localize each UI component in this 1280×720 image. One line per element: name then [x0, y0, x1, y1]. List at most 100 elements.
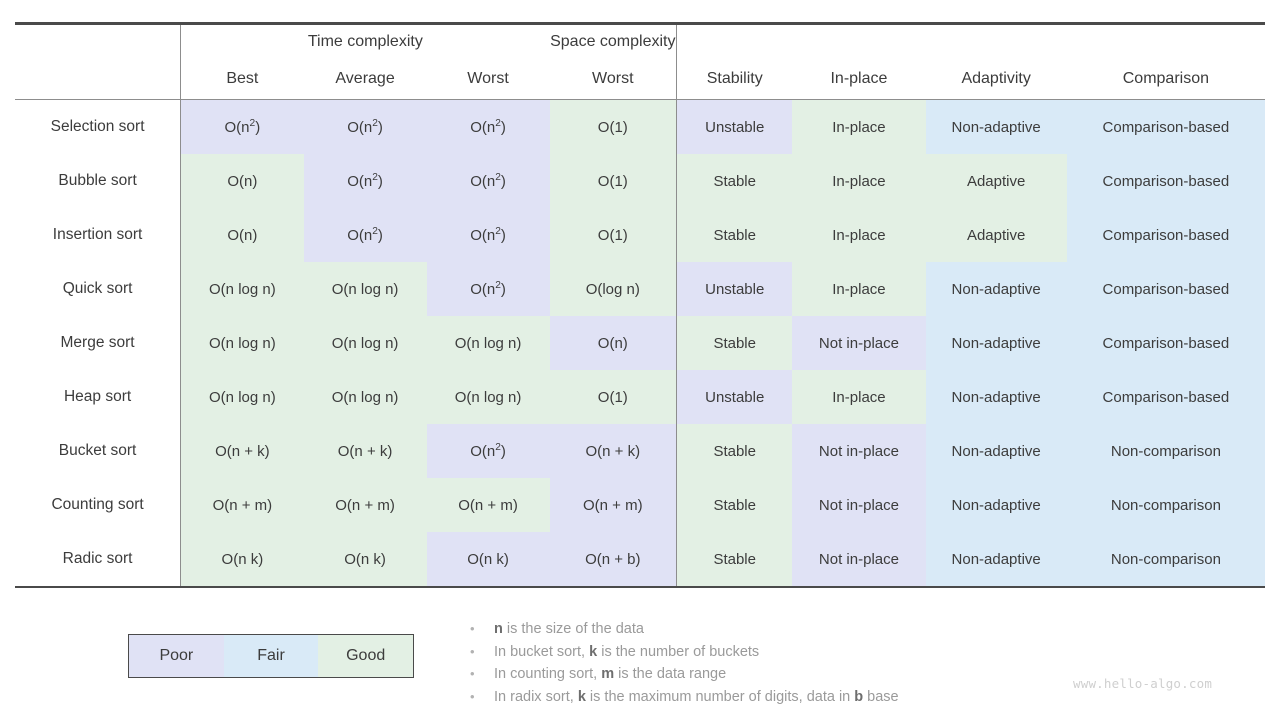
cell-comparison: Non-comparison: [1066, 478, 1265, 532]
cell-average: O(n log n): [303, 316, 427, 370]
note-text: In radix sort, k is the maximum number o…: [494, 688, 899, 705]
cell-inplace: Not in-place: [792, 532, 926, 588]
cell-stability: Stable: [676, 154, 793, 208]
cell-comparison: Non-comparison: [1066, 424, 1265, 478]
note-item: • n is the size of the data: [470, 618, 1030, 641]
cell-stability: Stable: [676, 532, 793, 588]
cell-best: O(n2): [180, 99, 304, 154]
cell-worst: O(n2): [426, 424, 550, 478]
note-item: •In bucket sort, k is the number of buck…: [470, 641, 1030, 664]
cell-worst: O(n log n): [426, 370, 550, 424]
cell-space: O(n + m): [549, 478, 677, 532]
cell-space: O(1): [549, 370, 677, 424]
bullet-icon: •: [470, 666, 475, 681]
cell-inplace: In-place: [792, 370, 926, 424]
column-header-average: Average: [303, 59, 427, 100]
cell-best: O(n log n): [180, 370, 304, 424]
cell-stability: Stable: [676, 424, 793, 478]
cell-stability: Stable: [676, 478, 793, 532]
cell-stability: Stable: [676, 208, 793, 262]
cell-worst: O(n log n): [426, 316, 550, 370]
cell-average: O(n log n): [303, 262, 427, 316]
cell-adaptivity: Adaptive: [925, 154, 1067, 208]
cell-worst: O(n + m): [426, 478, 550, 532]
cell-average: O(n2): [303, 208, 427, 262]
cell-best: O(n): [180, 154, 304, 208]
note-text: n is the size of the data: [494, 621, 644, 637]
column-header-space: Worst: [549, 59, 677, 100]
cell-worst: O(n2): [426, 99, 550, 154]
bullet-icon: •: [470, 621, 475, 636]
cell-space: O(1): [549, 99, 677, 154]
row-label-insertion-sort: Insertion sort: [52, 226, 143, 243]
cell-adaptivity: Non-adaptive: [925, 370, 1067, 424]
notes-list: • n is the size of the data •In bucket sor…: [470, 618, 1030, 708]
bullet-icon: •: [470, 643, 475, 659]
column-header-comparison: Comparison: [1066, 59, 1265, 100]
cell-inplace: In-place: [792, 154, 926, 208]
cell-worst: O(n2): [426, 208, 550, 262]
row-label-radic-sort: Radic sort: [15, 532, 181, 588]
column-header-inplace: In-place: [792, 59, 926, 100]
note-item: •In radix sort, k is the maximum number …: [470, 686, 1030, 709]
cell-average: O(n k): [303, 532, 427, 588]
cell-average: O(n2): [303, 99, 427, 154]
cell-stability: Unstable: [676, 370, 793, 424]
cell-best: O(n log n): [180, 316, 304, 370]
cell-adaptivity: Non-adaptive: [925, 316, 1067, 370]
cell-space: O(1): [549, 154, 677, 208]
cell-worst: O(n2): [426, 262, 550, 316]
cell-adaptivity: Non-adaptive: [925, 424, 1067, 478]
watermark-url: www.hello-algo.com: [1073, 676, 1213, 691]
cell-stability: Stable: [676, 316, 793, 370]
cell-space: O(n + b): [549, 532, 677, 588]
header-group-attributes: [676, 22, 1265, 59]
row-label-selection-sort: Selection sort: [50, 118, 145, 135]
cell-inplace: Not in-place: [792, 478, 926, 532]
legend-item-poor: Poor: [129, 635, 224, 677]
row-label-merge-sort: Merge sort: [60, 334, 135, 351]
cell-stability: Unstable: [676, 262, 793, 316]
row-label-bucket-sort: Bucket sort: [58, 442, 137, 459]
column-header-worst: Worst: [426, 59, 550, 100]
column-header-best: Best: [180, 59, 304, 100]
cell-adaptivity: Non-adaptive: [925, 478, 1067, 532]
cell-space: O(1): [549, 208, 677, 262]
legend-item-good: Good: [318, 635, 414, 677]
cell-inplace: In-place: [792, 262, 926, 316]
legend-item-fair: Fair: [223, 635, 319, 677]
cell-best: O(n k): [180, 532, 304, 588]
cell-best: O(n + k): [180, 424, 304, 478]
cell-comparison: Comparison-based: [1066, 208, 1265, 262]
cell-comparison: Comparison-based: [1066, 154, 1265, 208]
cell-worst: O(n2): [426, 154, 550, 208]
row-label-heap-sort: Heap sort: [63, 388, 132, 405]
cell-space: O(n + k): [549, 424, 677, 478]
cell-inplace: Not in-place: [792, 424, 926, 478]
cell-comparison: Comparison-based: [1066, 370, 1265, 424]
cell-average: O(n + k): [303, 424, 427, 478]
row-label-quick-sort: Quick sort: [62, 280, 133, 297]
cell-average: O(n log n): [303, 370, 427, 424]
cell-average: O(n + m): [303, 478, 427, 532]
row-label-bubble-sort: Bubble sort: [58, 172, 137, 189]
cell-best: O(n): [180, 208, 304, 262]
cell-comparison: Comparison-based: [1066, 99, 1265, 154]
header-group-empty: [15, 22, 181, 59]
cell-inplace: In-place: [792, 99, 926, 154]
cell-adaptivity: Non-adaptive: [925, 532, 1067, 588]
cell-space: O(log n): [549, 262, 677, 316]
